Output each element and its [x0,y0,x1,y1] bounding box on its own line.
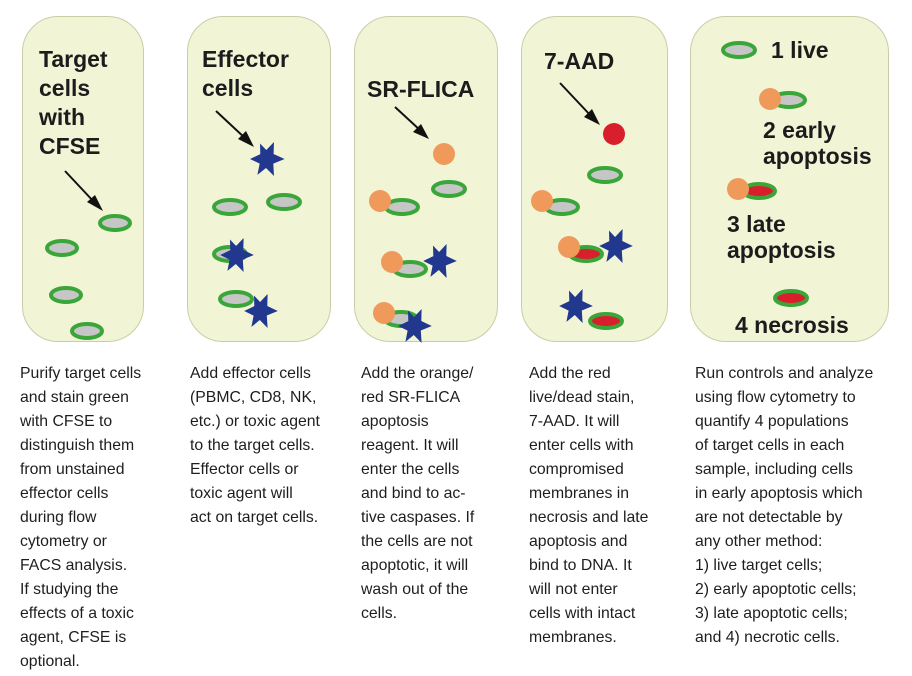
caption-effector-cells: Add effector cells (PBMC, CD8, NK, etc.)… [190,365,320,526]
legend-illustration [721,41,809,307]
live-cell-icon [431,180,467,198]
tube-title-sr-flica: SR-FLICA [367,76,475,102]
live-cell-icon [587,166,623,184]
tube-effector-cells: Effector cells [187,16,331,342]
effector-cell-icon [559,289,593,323]
tube-1-illustration [45,170,132,340]
caption-7-aad: Add the red live/dead stain, 7-AAD. It w… [529,365,649,646]
flica-bound-icon [369,190,391,212]
tube-legend: 1 live 2 early apoptosis 3 late apoptosi… [690,16,889,342]
flica-bound-icon [531,190,553,212]
live-cell-icon [45,239,79,257]
arrow-line [394,106,422,132]
live-cell-icon [266,193,302,211]
arrow-head [87,195,103,211]
flica-bound-icon [381,251,403,273]
legend-label-early-apoptosis: 2 early apoptosis [763,117,872,169]
legend-necrosis-icon [773,289,809,307]
caption-target-cells: Purify target cells and stain green with… [20,365,142,670]
tube-sr-flica: SR-FLICA [354,16,498,343]
arrow-line [215,110,247,140]
legend-label-necrosis: 4 necrosis [735,312,849,338]
legend-label-live: 1 live [771,37,829,63]
tube-4-illustration [531,82,633,330]
live-cell-icon [49,286,83,304]
live-cell-icon [218,290,254,308]
tube-target-cells: Target cells with CFSE [22,16,144,342]
legend-label-late-apoptosis: 3 late apoptosis [727,211,836,263]
live-cell-icon [212,198,248,216]
flica-reagent-icon [433,143,455,165]
tube-2-illustration [212,110,302,328]
tube-7-aad: 7-AAD [521,16,668,342]
legend-flica-icon [727,178,749,200]
necrotic-cell-icon [588,312,624,330]
flica-bound-icon [558,236,580,258]
arrow-line [64,170,96,204]
tube-title-effector-cells: Effector cells [202,46,289,101]
live-cell-icon [70,322,104,340]
effector-cell-icon [599,229,633,263]
arrow-line [559,82,593,118]
effector-cell-icon [250,142,285,176]
effector-cell-icon [220,238,254,272]
7aad-stain-icon [603,123,625,145]
effector-cell-icon [244,294,278,328]
effector-cell-icon [423,244,457,278]
arrow-head [584,109,600,125]
effector-cell-icon [398,309,432,343]
tube-3-illustration [369,106,467,343]
arrow-head [238,131,254,147]
legend-live-cell-icon [721,41,757,59]
caption-flow-cytometry: Run controls and analyze using flow cyto… [695,365,874,646]
live-cell-icon [98,214,132,232]
tube-title-target-cells: Target cells with CFSE [39,46,108,159]
caption-sr-flica: Add the orange/ red SR-FLICA apoptosis r… [361,365,475,622]
arrow-head [413,124,429,139]
flica-bound-icon [373,302,395,324]
tube-title-7-aad: 7-AAD [544,48,615,74]
legend-flica-icon [759,88,781,110]
